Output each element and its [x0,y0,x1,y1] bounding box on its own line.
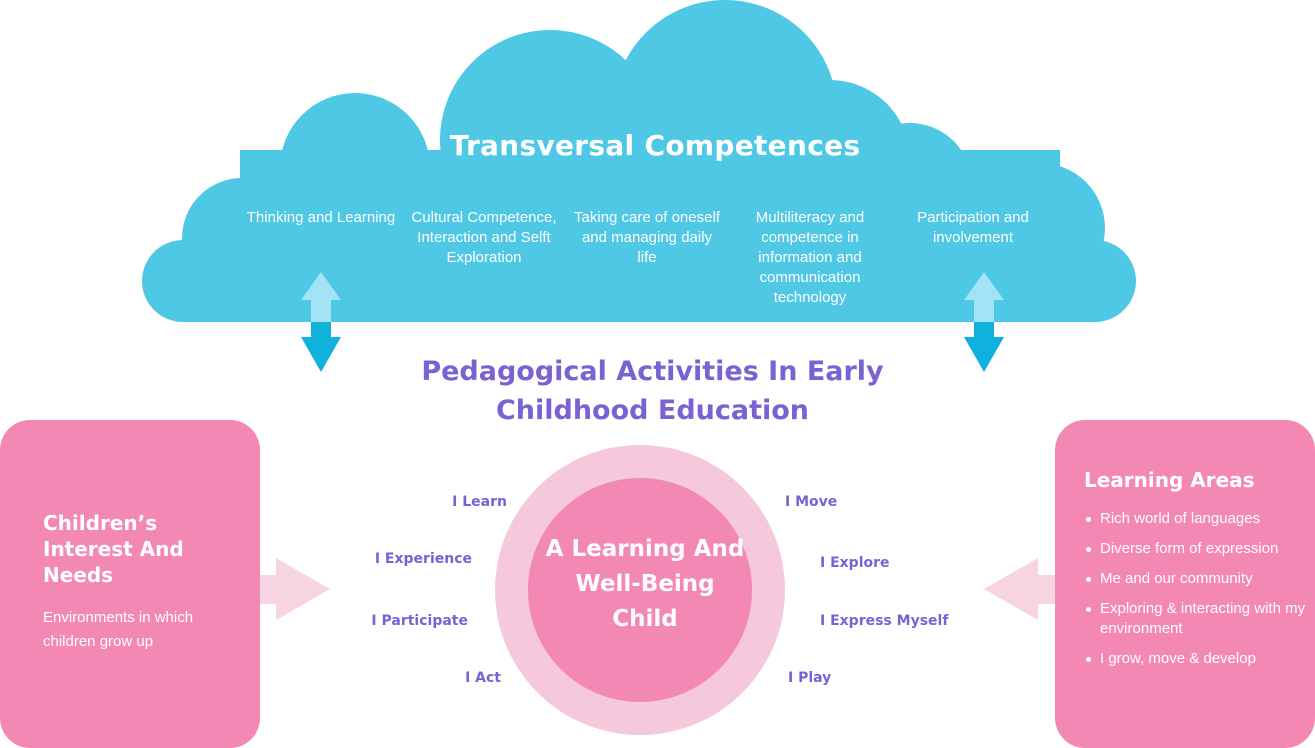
verb-label: I Experience [374,551,472,567]
double-arrow-icon [301,272,341,372]
list-item: I grow, move & develop [1084,649,1309,669]
list-item: Me and our community [1084,569,1309,589]
list-item: Diverse form of expression [1084,539,1309,559]
verb-label: I Act [465,670,501,686]
list-item: Exploring & interacting with my environm… [1084,599,1309,639]
competence-item: Cultural Competence, Interaction and Sel… [411,209,557,266]
right-panel-title: Learning Areas [1084,468,1255,492]
list-item: Rich world of languages [1084,509,1309,529]
verb-label: I Explore [820,555,890,571]
right-panel [1055,420,1315,748]
cloud-title: Transversal Competences [449,129,861,162]
competence-item: Thinking and Learning [246,209,396,226]
competence-item: Participation and involvement [917,209,1029,246]
cloud-shape [142,0,1136,322]
main-title: Pedagogical Activities In Early Childhoo… [421,356,884,426]
left-panel-text: Environments in which children grow up [43,609,194,650]
competence-item: Taking care of oneself and managing dail… [574,209,720,266]
verb-label: I Move [785,494,838,510]
left-panel [0,420,260,748]
learning-areas-list: Rich world of languages Diverse form of … [1084,509,1309,679]
verb-label: I Learn [452,494,507,510]
verb-label: I Play [788,670,832,686]
center-label: A Learning And Well-Being Child [545,536,745,632]
left-arrow-icon [984,558,1055,620]
verb-label: I Express Myself [820,613,949,629]
left-panel-title: Children’s Interest And Needs [43,511,184,587]
right-arrow-icon [260,558,330,620]
verb-label: I Participate [371,613,468,629]
inner-circle [528,478,752,702]
competence-item: Multiliteracy and competence in informat… [755,209,865,306]
double-arrow-icon [964,272,1004,372]
